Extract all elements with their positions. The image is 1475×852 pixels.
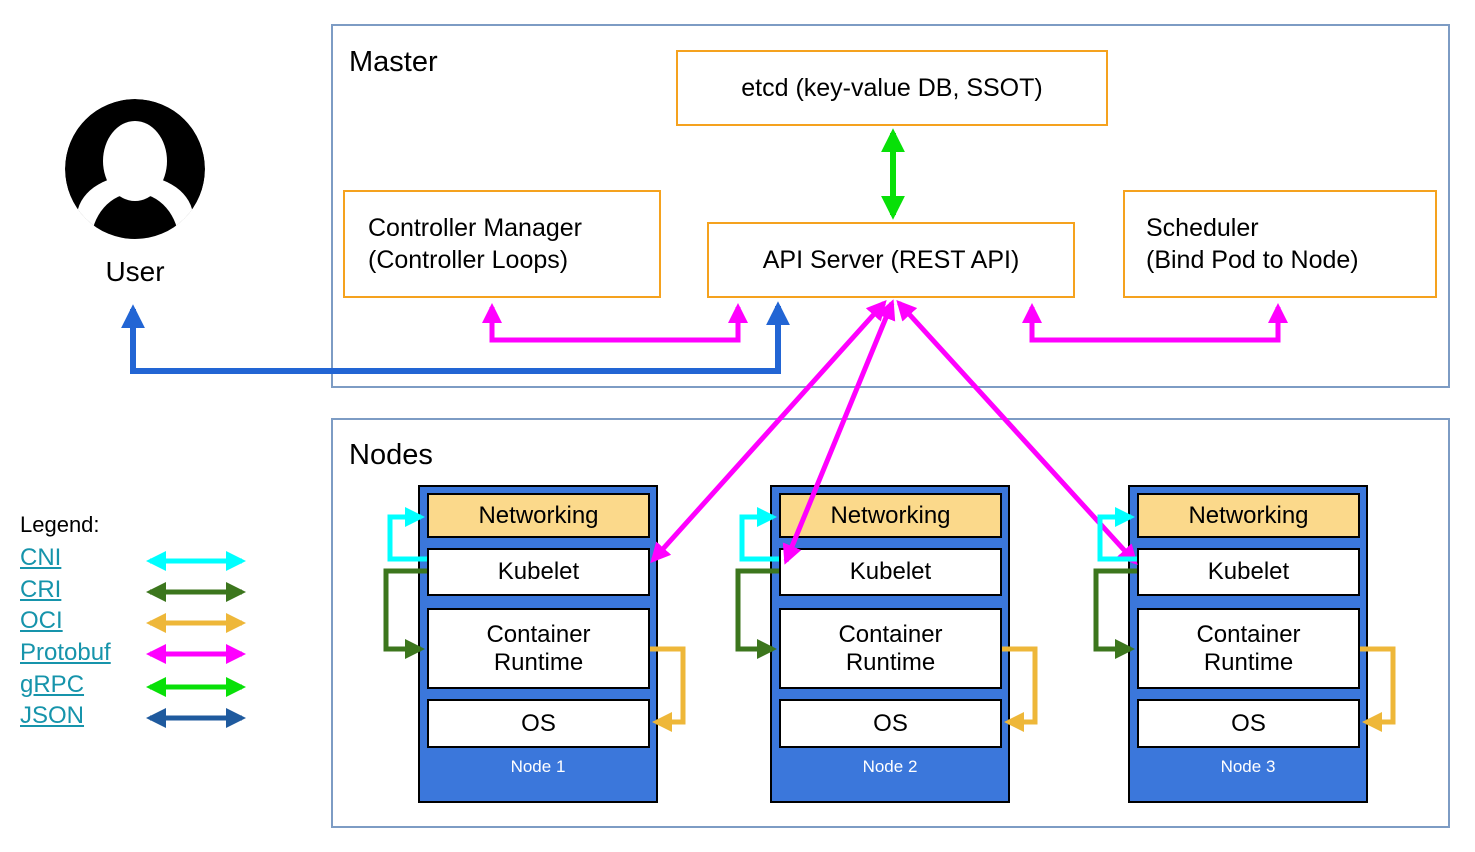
api-server-box: API Server (REST API) [707, 222, 1075, 298]
node-2-label: Node 2 [862, 757, 918, 776]
master-section-title: Master [349, 46, 438, 78]
node-1-networking-layer: Networking [427, 493, 650, 538]
node-1-os-layer: OS [427, 699, 650, 748]
node-1-label: Node 1 [510, 757, 566, 776]
node-3-networking-layer: Networking [1137, 493, 1360, 538]
node-3-os-layer: OS [1137, 699, 1360, 748]
node-3-container-runtime-layer: Container Runtime [1137, 608, 1360, 689]
node-2-container-runtime-layer: Container Runtime [779, 608, 1002, 689]
legend-link-cni[interactable]: CNI [20, 544, 62, 571]
user-icon [65, 99, 205, 239]
controller-manager-label-line2: (Controller Loops) [368, 246, 569, 274]
node-3-box: Networking Kubelet Container Runtime OS … [1128, 485, 1368, 803]
node-1-container-runtime-layer: Container Runtime [427, 608, 650, 689]
node-2-kubelet-layer: Kubelet [779, 548, 1002, 596]
controller-manager-label-line1: Controller Manager [368, 214, 582, 242]
legend-link-grpc[interactable]: gRPC [20, 671, 85, 698]
legend-link-json[interactable]: JSON [20, 702, 85, 729]
etcd-label: etcd (key-value DB, SSOT) [741, 74, 1043, 102]
node-2-networking-layer: Networking [779, 493, 1002, 538]
node-1-box: Networking Kubelet Container Runtime OS … [418, 485, 658, 803]
node-3-label: Node 3 [1220, 757, 1276, 776]
nodes-section-title: Nodes [349, 439, 433, 471]
node-1-kubelet-layer: Kubelet [427, 548, 650, 596]
legend-link-oci[interactable]: OCI [20, 607, 63, 634]
node-3-kubelet-layer: Kubelet [1137, 548, 1360, 596]
node-2-os-layer: OS [779, 699, 1002, 748]
legend-link-protobuf[interactable]: Protobuf [20, 639, 111, 666]
scheduler-box: Scheduler (Bind Pod to Node) [1123, 190, 1437, 298]
api-server-label: API Server (REST API) [762, 246, 1020, 274]
scheduler-label-line2: (Bind Pod to Node) [1146, 246, 1359, 274]
scheduler-label-line1: Scheduler [1146, 214, 1259, 242]
controller-manager-box: Controller Manager (Controller Loops) [343, 190, 661, 298]
legend-title: Legend: [20, 512, 100, 537]
node-2-box: Networking Kubelet Container Runtime OS … [770, 485, 1010, 803]
user-label: User [105, 256, 165, 287]
legend-link-cri[interactable]: CRI [20, 576, 62, 603]
etcd-box: etcd (key-value DB, SSOT) [676, 50, 1108, 126]
